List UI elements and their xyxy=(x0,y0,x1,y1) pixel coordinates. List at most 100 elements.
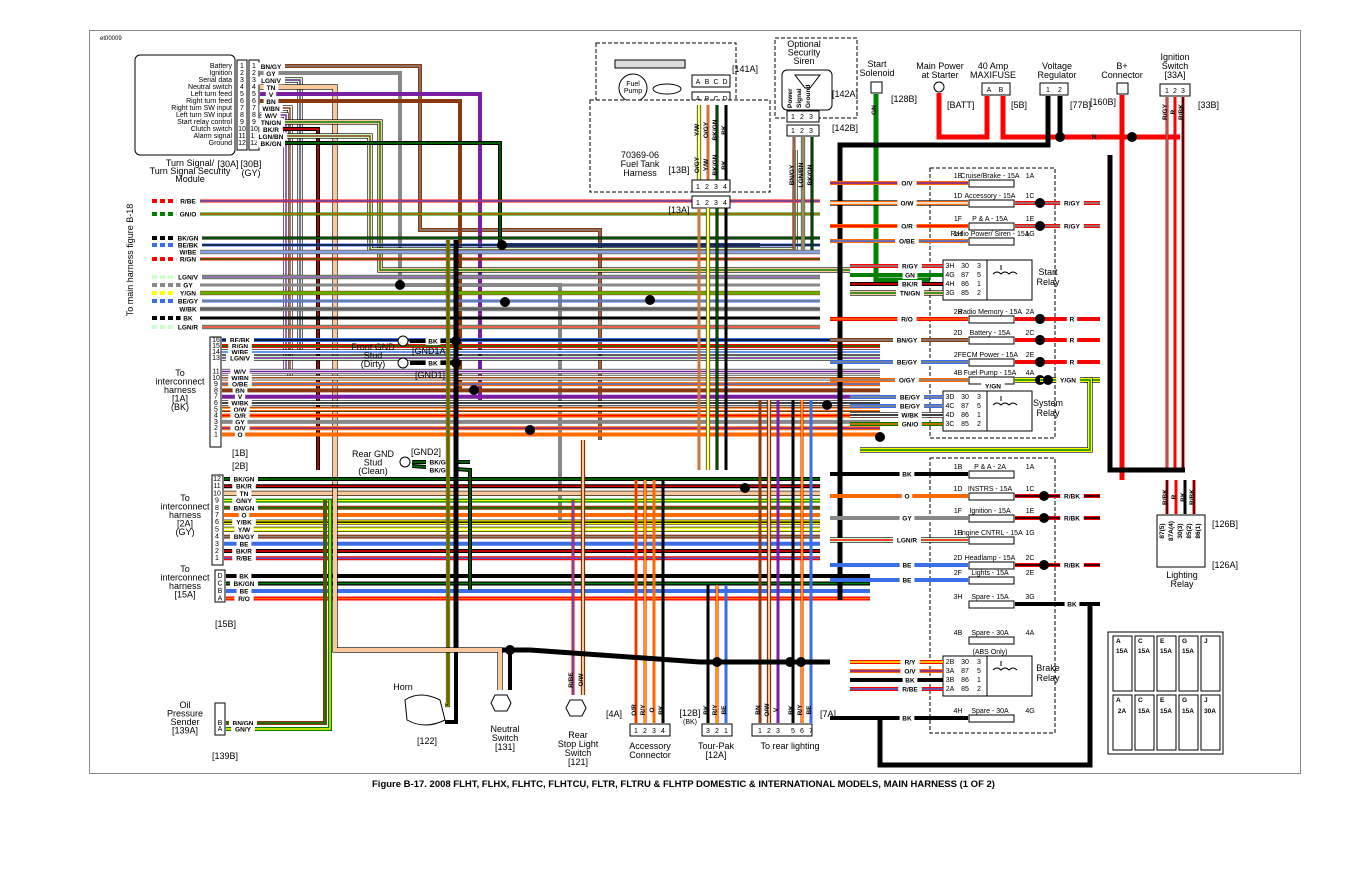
pin-number: 7 xyxy=(809,728,813,735)
fuse-wire-label: O/BE xyxy=(899,239,916,246)
fuse-panel-col: A xyxy=(1116,697,1121,704)
oil-pressure-connector xyxy=(214,702,226,736)
dashed-wire-stub xyxy=(160,199,165,203)
fuse-name: Lights - 15A xyxy=(971,570,1009,577)
main-power-title: Main Power xyxy=(916,61,964,71)
pin-number: 9 xyxy=(252,119,256,126)
main-harness-wire-label: W/BE xyxy=(180,250,198,257)
fuse-name: Spare - 15A xyxy=(971,594,1009,601)
interconnect-2a-wire-label: Y/W xyxy=(238,527,251,534)
wire-label-bg xyxy=(898,685,922,693)
fuse-panel-col: E xyxy=(1160,697,1165,704)
pin-number: 4 xyxy=(215,534,219,541)
ground-wire-label: BK xyxy=(428,339,438,346)
fuse-terminal: 2D xyxy=(954,330,963,337)
siren-pin-label: Signal xyxy=(796,88,803,108)
fuse-panel-col: J xyxy=(1204,697,1208,704)
neutral-switch-title: Neutral xyxy=(490,724,519,734)
interconnect-2a-wire-label: BK/R xyxy=(236,484,252,491)
dashed-wire-stub xyxy=(168,275,173,279)
pin-number: 8 xyxy=(240,112,244,119)
interconnect-2a-wire-label: GN/Y xyxy=(236,498,253,505)
relay-wire-label: O/V xyxy=(904,669,916,676)
wire-stripe xyxy=(445,240,449,706)
rear-gnd-title: (Clean) xyxy=(358,466,388,476)
wire-label-bg xyxy=(899,470,915,478)
pin-number: B xyxy=(218,588,223,595)
pin-number: 3 xyxy=(652,728,656,735)
dashed-wire-stub xyxy=(152,325,157,329)
relay-number: 1 xyxy=(977,677,981,684)
fuse-wire-label: GY xyxy=(902,516,912,523)
wire-label: O xyxy=(649,707,656,712)
fuel-pump-label: Fuel xyxy=(626,81,640,88)
interconnect-1a-title: harness xyxy=(164,385,197,395)
dashed-wire-stub xyxy=(152,250,157,254)
interconnect-1a-wire-label: GY xyxy=(235,419,245,426)
relay-number: 2 xyxy=(977,290,981,297)
neutral-switch-icon xyxy=(490,694,512,712)
oil-pressure-title: [139A] xyxy=(172,726,198,736)
pin-number: 1 xyxy=(215,555,219,562)
pin-letter: C xyxy=(713,79,718,86)
module-pin-function: Neutral switch xyxy=(188,84,232,91)
dashed-wire-stub xyxy=(168,325,173,329)
ground-ref: [GND1A] xyxy=(412,346,448,356)
interconnect-1a-wire-label: V xyxy=(238,394,243,401)
wire-label-bg xyxy=(174,273,202,281)
interconnect-1a-wire-label: BN xyxy=(235,388,245,395)
wire-label-bg xyxy=(174,323,202,331)
pin-number: 2 xyxy=(215,548,219,555)
wire-label-bg xyxy=(896,393,924,401)
splice-dot xyxy=(1039,513,1049,523)
pin-number: 1 xyxy=(1165,88,1169,95)
main-harness-wire-label: R/BE xyxy=(180,199,196,206)
interconnect-1a-wire-label: W/BN xyxy=(231,375,249,382)
wire-label-bg xyxy=(1066,336,1078,344)
dashed-wire-stub xyxy=(168,236,173,240)
relay-coil-icon xyxy=(992,667,1018,671)
lighting-relay-pin: 85(2) xyxy=(1186,523,1193,538)
wire-label-bg xyxy=(981,382,1005,390)
connector-ref: [122] xyxy=(417,736,437,746)
fuse-name: ECM Power - 15A xyxy=(962,352,1018,359)
relay-number: 3 xyxy=(977,394,981,401)
pin-number: 4 xyxy=(214,413,218,420)
fuse-terminal: 1F xyxy=(954,508,962,515)
fuse-panel-cavity xyxy=(1112,694,1133,751)
connector-ref: [13B] xyxy=(668,165,689,175)
relay-terminal: 86 xyxy=(961,281,969,288)
lighting-relay-pin: 87(5) xyxy=(1159,523,1166,538)
wire-label-bg xyxy=(174,297,202,305)
wire-label-bg xyxy=(236,539,252,548)
lighting-relay-pin: 30(3) xyxy=(1177,523,1184,538)
module-wire-label: LGN/V xyxy=(261,78,282,85)
fuse-wire-label: R xyxy=(1070,360,1075,367)
wire-label-bg xyxy=(176,248,200,256)
wire-label-bg xyxy=(230,367,250,376)
fuse-wire-label: BK xyxy=(902,472,912,479)
fuse-terminal: 1E xyxy=(1026,216,1035,223)
neutral-switch-title: [131] xyxy=(495,742,515,752)
dashed-wire-stub xyxy=(152,199,157,203)
pin-number: 13 xyxy=(212,355,220,362)
fuse-wire-label: R xyxy=(1070,338,1075,345)
module-wire-label: BK/R xyxy=(263,127,279,134)
fuse-wire-label: R/O xyxy=(901,317,913,324)
splice-dot xyxy=(451,336,461,346)
fuse-terminal: 1D xyxy=(954,486,963,493)
wire-label-bg xyxy=(176,255,200,263)
wire-label-bg xyxy=(238,511,250,519)
voltage-regulator-title: Voltage xyxy=(1042,61,1072,71)
wire-label-bg xyxy=(257,118,285,127)
fuse-wire-label: Y/GN xyxy=(1060,378,1076,385)
wire-label: R/Y xyxy=(712,704,719,716)
fuse-panel-fuse: 15A xyxy=(1160,708,1172,715)
dashed-wire-stub xyxy=(168,299,173,303)
wire-label-bg xyxy=(425,359,441,367)
module-wire-label: V xyxy=(269,92,274,99)
siren-pin-label: Power xyxy=(787,88,794,108)
interconnect-1a-wire-label: LGN/V xyxy=(230,356,251,363)
fuse-panel-col: C xyxy=(1138,697,1143,704)
wire-label-bg xyxy=(226,336,254,344)
